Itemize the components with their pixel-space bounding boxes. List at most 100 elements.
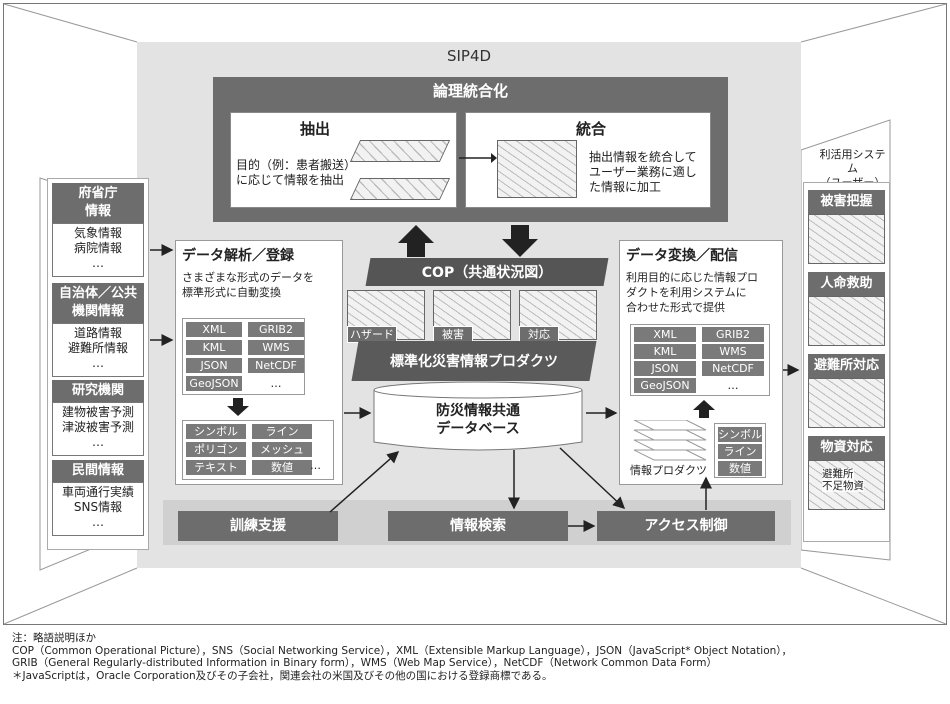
training-support-box: 訓練支援 [178, 511, 338, 541]
source-title-2-line-0: 研究機関 [71, 383, 124, 398]
notes: 注：略語説明ほか COP（Common Operational Picture）… [12, 632, 932, 682]
product-label: 情報プロダクツ [630, 464, 707, 477]
extract-text-1: 目的（例：患者搬送） [236, 158, 357, 172]
source-item-2-1: 津波被害予測 [61, 420, 134, 434]
source-item-3-2: … [92, 515, 104, 529]
source-title-1: 自治体／公共機関情報 [52, 283, 144, 323]
user-map-2 [808, 378, 885, 428]
analysis-format-7: … [270, 377, 282, 390]
analysis-format-5: NetCDF [248, 358, 304, 373]
access-control-box: アクセス制御 [597, 511, 775, 541]
convert-desc-2: ダクトを利用システムに [626, 286, 747, 299]
source-item-0-1: 病院情報 [73, 241, 122, 255]
database-label-1: 防災情報共通 [436, 403, 520, 419]
source-title-3-line-0: 民間情報 [71, 463, 124, 478]
convert-format-0: XML [634, 327, 696, 342]
source-item-0-0: 気象情報 [73, 226, 122, 240]
source-item-1-1: 避難所情報 [67, 341, 128, 355]
convert-desc-1: 利用目的に応じた情報プロ [626, 271, 758, 284]
analysis-type-4: テキスト [186, 460, 246, 475]
database-label: 防災情報共通 データベース [372, 402, 584, 438]
analysis-type-6: … [310, 459, 321, 472]
users-title-1: 利活用システム [819, 148, 886, 175]
note-1: COP（Common Operational Picture），SNS（Soci… [12, 644, 793, 657]
products-title: 標準化災害情報プロダクツ [390, 354, 558, 370]
analysis-format-6: GeoJSON [186, 376, 242, 391]
source-item-2-2: … [92, 435, 104, 449]
source-title-0-line-0: 府省庁 [78, 186, 118, 201]
convert-format-5: NetCDF [702, 361, 764, 376]
analysis-format-2: KML [186, 340, 242, 355]
convert-title: データ変換／配信 [626, 248, 738, 264]
analysis-title: データ解析／登録 [182, 248, 294, 264]
integrate-text-2: ユーザー業務に適し [589, 165, 697, 179]
note-2: GRIB（General Regularly-distributed Infor… [12, 657, 718, 669]
analysis-type-2: ポリゴン [186, 442, 246, 457]
convert-format-4: JSON [634, 361, 696, 376]
source-title-0-line-1: 情報 [84, 204, 111, 219]
cop-title: COP（共通状況図） [421, 265, 553, 281]
source-items-2: 建物被害予測津波被害予測… [52, 402, 144, 456]
source-items-1: 道路情報避難所情報… [52, 323, 144, 377]
source-item-3-1: SNS情報 [73, 500, 123, 514]
convert-type-2: 数値 [718, 461, 762, 476]
convert-format-6: GeoJSON [634, 378, 696, 393]
up-arrow [398, 225, 434, 257]
extract-to-integrate-arrow [459, 153, 497, 163]
user-sub-0: 避難所 [822, 468, 854, 480]
user-system-2: 避難所対応 [808, 354, 885, 378]
connector-arrows [150, 244, 800, 532]
integrate-text-3: た情報に加工 [589, 180, 662, 194]
note-3: ＊JavaScriptは，Oracle Corporation及びその子会社，関… [12, 669, 553, 682]
integrate-map [497, 140, 577, 198]
analysis-format-0: XML [186, 322, 242, 337]
analysis-desc-1: さまざまな形式のデータを [182, 271, 314, 284]
note-0: 注：略語説明ほか [12, 632, 96, 644]
analysis-type-1: ライン [252, 424, 312, 439]
integrate-text-1: 抽出情報を統合して [589, 150, 697, 164]
convert-format-7: … [727, 379, 739, 392]
source-title-1-line-1: 機関情報 [71, 304, 124, 319]
database-cylinder [373, 381, 583, 451]
analysis-format-4: JSON [186, 358, 242, 373]
user-system-1: 人命救助 [808, 272, 885, 296]
source-title-3: 民間情報 [52, 460, 144, 482]
analysis-desc-2: 標準形式に自動変換 [182, 286, 281, 299]
source-item-0-2: … [92, 256, 104, 270]
source-item-2-0: 建物被害予測 [61, 405, 134, 419]
analysis-type-3: メッシュ [252, 442, 312, 457]
analysis-type-5: 数値 [252, 460, 312, 475]
convert-desc-3: 合わせた形式で提供 [626, 301, 725, 314]
user-map-1 [808, 296, 885, 346]
user-system-0: 被害把握 [808, 190, 885, 214]
analysis-format-1: GRIB2 [248, 322, 304, 337]
database-label-2: データベース [436, 421, 520, 437]
user-map-0 [808, 214, 885, 264]
source-title-0: 府省庁情報 [52, 183, 144, 223]
convert-type-0: シンボル [718, 427, 762, 442]
source-items-0: 気象情報病院情報… [52, 223, 144, 277]
integrate-title: 統合 [576, 120, 607, 138]
analysis-format-3: WMS [248, 340, 304, 355]
convert-format-1: GRIB2 [702, 327, 764, 342]
extract-text-2: に応じて情報を抽出 [236, 173, 345, 187]
info-search-box: 情報検索 [388, 511, 568, 541]
source-item-1-0: 道路情報 [73, 326, 122, 340]
convert-type-1: ライン [718, 444, 762, 459]
product-stack [633, 420, 707, 461]
convert-format-2: KML [634, 344, 696, 359]
source-item-3-0: 車両通行実績 [61, 485, 134, 499]
source-item-1-2: … [92, 356, 104, 370]
convert-up-arrow [693, 400, 715, 418]
logic-integration-title: 論理統合化 [432, 82, 508, 100]
down-arrow [502, 225, 538, 257]
cop-hazard-label: ハザード [347, 326, 397, 343]
source-title-1-line-0: 自治体／公共 [58, 286, 137, 301]
user-system-3: 物資対応 [808, 436, 885, 460]
analysis-down-arrow [227, 398, 249, 416]
sip4d-title: SIP4D [446, 47, 492, 65]
extract-title: 抽出 [300, 120, 331, 138]
user-sub-1: 不足物資 [822, 480, 864, 492]
source-title-2: 研究機関 [52, 380, 144, 402]
